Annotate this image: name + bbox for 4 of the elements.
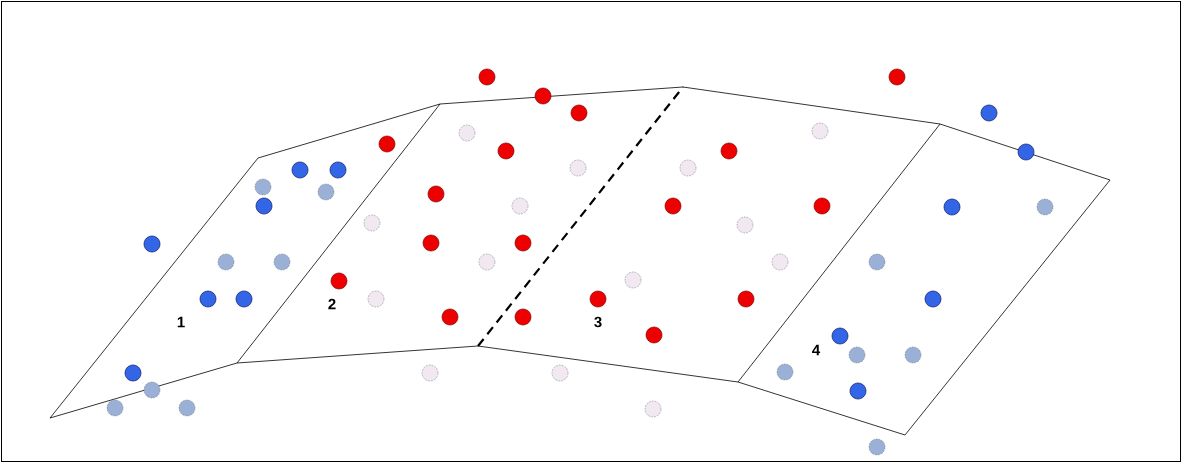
region-number: 3 bbox=[594, 316, 602, 328]
region-number: 2 bbox=[328, 298, 336, 310]
region-number: 4 bbox=[812, 344, 821, 356]
region-number: 1 bbox=[177, 316, 185, 328]
